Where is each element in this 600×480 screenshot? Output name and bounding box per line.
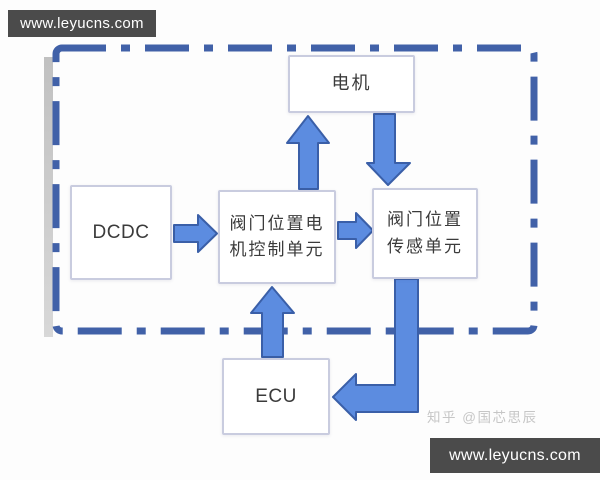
block-ecu: ECU <box>222 358 330 435</box>
system-boundary-dashed-border <box>52 44 538 335</box>
watermark-top-text: www.leyucns.com <box>20 15 144 32</box>
watermark-bar-top-left: www.leyucns.com <box>8 10 156 37</box>
arrow-control-to-motor-up <box>286 115 330 190</box>
arrow-ecu-to-control-up <box>250 286 295 358</box>
zhihu-attribution-watermark: 知乎 @国芯思辰 <box>427 410 538 425</box>
block-valve-position-sensing-unit-label-line2: 传感单元 <box>387 236 463 256</box>
arrow-motor-to-sensor-down <box>366 113 411 186</box>
block-valve-motor-control-unit-label-line2: 机控制单元 <box>229 240 325 259</box>
arrow-control-to-sensor-right <box>337 212 374 249</box>
block-valve-motor-control-unit: 阀门位置电 机控制单元 <box>218 190 336 284</box>
block-dcdc: DCDC <box>70 185 172 280</box>
block-valve-position-sensing-unit: 阀门位置 传感单元 <box>372 188 478 279</box>
block-valve-position-sensing-unit-label-line1: 阀门位置 <box>387 210 463 230</box>
block-dcdc-label: DCDC <box>92 221 150 243</box>
block-ecu-label: ECU <box>255 385 297 407</box>
arrow-dcdc-to-control-right <box>173 214 218 253</box>
block-motor-label: 电机 <box>331 73 372 94</box>
watermark-bar-bottom-right: www.leyucns.com <box>430 438 600 473</box>
watermark-bottom-text: www.leyucns.com <box>449 446 581 464</box>
scan-artifact-strip <box>44 57 53 337</box>
block-motor: 电机 <box>288 55 415 113</box>
block-valve-motor-control-unit-label-line1: 阀门位置电 <box>229 213 325 233</box>
arrow-sensor-to-ecu-elbow <box>332 278 419 421</box>
